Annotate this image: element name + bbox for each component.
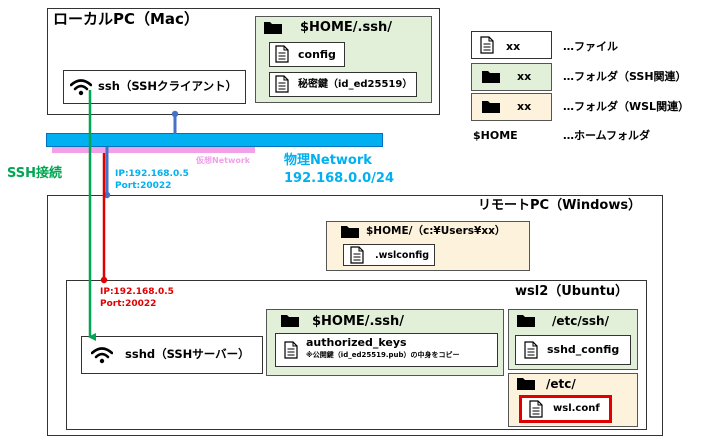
config-file-label: config [298,48,336,61]
legend-home-label: $HOME [473,129,518,142]
etc-folder-name: /etc/ [546,377,576,391]
wslconfig-file-label: .wslconfig [375,250,430,261]
ssh-client-label: ssh（SSHクライアント） [98,79,238,93]
wsl-ssh-folder-name: $HOME/.ssh/ [312,314,404,329]
authorized-keys-file [275,333,498,367]
folder-icon [481,68,501,84]
legend-wsl-folder-sample: xx [517,100,532,113]
legend-wsl-folder-label: …フォルダ（WSL関連） [563,100,690,113]
secret-key-file [269,72,417,97]
authorized-keys-file-label: authorized_keys [306,336,407,349]
file-icon [275,45,289,63]
etc-ssh-folder-name: /etc/ssh/ [552,314,609,328]
wslconfig-file [343,244,435,266]
file-icon [524,341,538,359]
secret-key-file-label: 秘密鍵（id_ed25519） [298,79,413,90]
remote-home-folder-name: $HOME/（c:¥Users¥xx） [366,225,506,237]
ssh-client-box [63,70,246,104]
folder-icon [263,19,283,35]
wsl-conf-file-label: wsl.conf [553,403,600,414]
folder-icon [280,312,300,328]
folder-icon [516,375,536,391]
sshd-label: sshd（SSHサーバー） [125,347,250,361]
wsl-ip-label: IP:192.168.0.5 [100,287,174,297]
legend-ssh-folder-sample: xx [517,70,532,83]
sshd-config-file-label: sshd_config [547,343,620,356]
virtual-network-label: 仮想Network [196,156,251,165]
physical-network-bar [46,133,383,147]
wsl-title: wsl2（Ubuntu） [515,284,629,299]
wifi-icon [70,78,92,96]
wsl-port-label: Port:20022 [100,299,157,309]
sshd-box [81,336,263,374]
host-ip-label: IP:192.168.0.5 [115,169,189,179]
file-icon [350,246,364,264]
host-port-label: Port:20022 [115,181,172,191]
legend-home-desc: …ホームフォルダ [563,129,651,142]
folder-icon [481,98,501,114]
wifi-icon [91,346,113,364]
local-pc-title: ローカルPC（Mac） [53,10,199,28]
file-icon [529,400,543,418]
file-icon [275,75,289,93]
folder-icon [516,312,536,328]
remote-pc-title: リモートPC（Windows） [478,198,642,213]
file-icon [284,341,298,359]
ssh-connection-label: SSH接続 [7,166,63,181]
virtual-network-bar [52,146,255,153]
local-ssh-folder-name: $HOME/.ssh/ [300,20,392,35]
file-icon [480,36,494,54]
physical-network-label: 物理Network [284,153,372,168]
physical-network-subnet: 192.168.0.0/24 [284,171,395,186]
authorized-keys-note: ※公開鍵（id_ed25519.pub）の中身をコピー [306,351,460,359]
legend-file-label: …ファイル [563,40,618,53]
legend-ssh-folder-label: …フォルダ（SSH関連） [563,70,687,83]
legend-file-box [471,31,552,59]
folder-icon [340,223,360,239]
legend-file-sample: xx [506,40,521,53]
